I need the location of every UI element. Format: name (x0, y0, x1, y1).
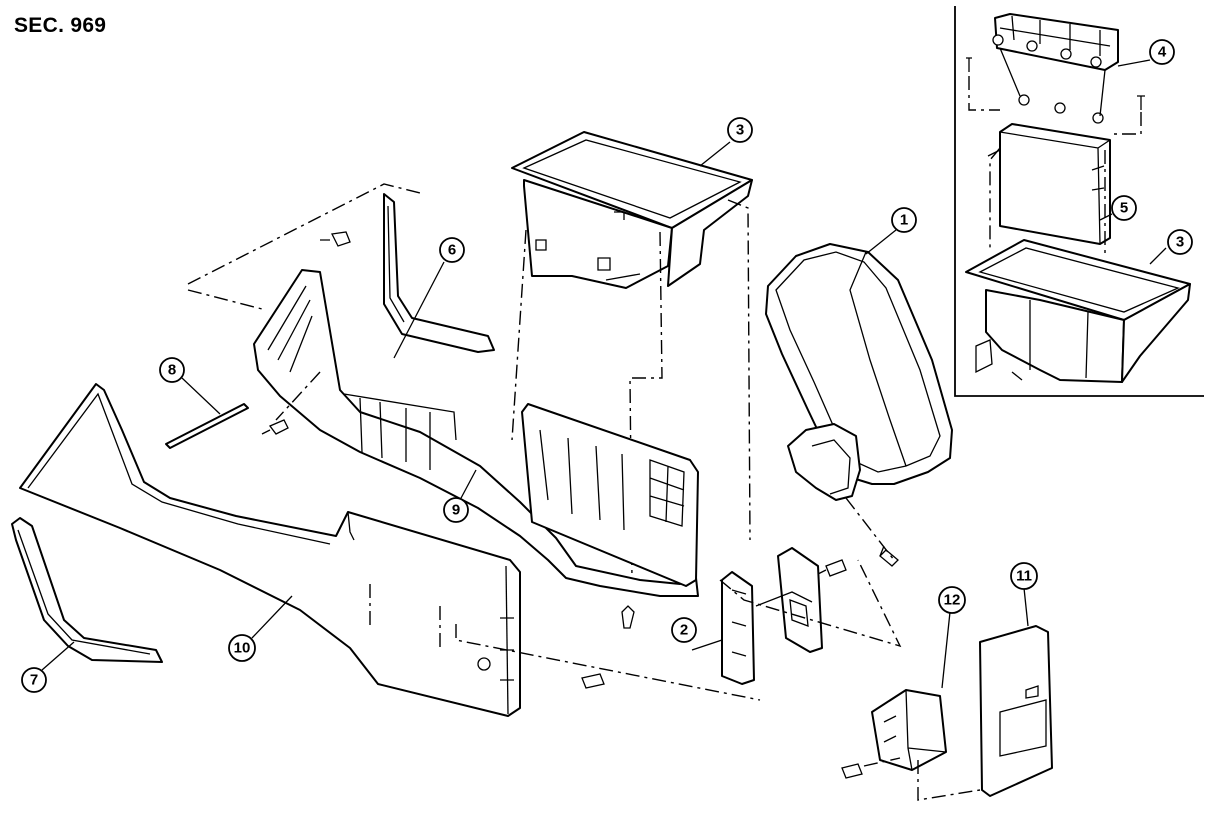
callout-label: 12 (944, 592, 961, 609)
callout-label: 6 (448, 242, 456, 259)
callout-label: 3 (1176, 234, 1184, 251)
inset-tray-part-3 (965, 239, 1191, 383)
inset-holder-part-4 (992, 13, 1119, 124)
tray-part-3 (511, 131, 753, 289)
callout-label: 10 (234, 640, 251, 657)
cover-panel-part-11 (979, 625, 1053, 797)
callout-3-main: 3 (727, 117, 753, 143)
callout-label: 9 (452, 502, 460, 519)
callout-1: 1 (891, 207, 917, 233)
inset-unit-part-5 (987, 123, 1111, 245)
callout-label: 3 (736, 122, 744, 139)
callout-11: 11 (1010, 562, 1038, 590)
callout-12: 12 (938, 586, 966, 614)
trim-bracket-part-6 (383, 193, 495, 353)
callout-label: 8 (168, 362, 176, 379)
clip-part-6 (320, 231, 351, 247)
callout-9: 9 (443, 497, 469, 523)
callout-label: 7 (30, 672, 38, 689)
callout-label: 4 (1158, 44, 1167, 61)
armrest-lid-part-1 (765, 243, 953, 501)
callout-8: 8 (159, 357, 185, 383)
bracket-part-2 (721, 547, 823, 685)
console-base-part-10 (19, 383, 521, 717)
screw-part-9 (261, 419, 289, 435)
callout-label: 1 (900, 212, 908, 229)
callout-2: 2 (671, 617, 697, 643)
screw-part-10 (581, 673, 605, 689)
callout-5: 5 (1111, 195, 1137, 221)
small-box-part-12 (871, 689, 947, 771)
screw-part-2 (621, 559, 847, 629)
rod-part-8 (165, 403, 249, 449)
callout-label: 2 (680, 622, 688, 639)
side-trim-part-7 (11, 517, 163, 663)
callout-6: 6 (439, 237, 465, 263)
callout-label: 5 (1120, 200, 1128, 217)
inset-frame (954, 6, 1204, 397)
section-label: SEC. 969 (14, 14, 107, 37)
callout-label: 11 (1016, 568, 1032, 585)
console-frame-part-9 (253, 269, 699, 597)
callout-7: 7 (21, 667, 47, 693)
callout-4: 4 (1149, 39, 1175, 65)
screw-part-1 (879, 545, 899, 567)
screw-part-12 (841, 763, 863, 779)
leader-lines (41, 59, 1167, 689)
callout-3-inset: 3 (1167, 229, 1193, 255)
callout-10: 10 (228, 634, 256, 662)
inset-screws (966, 57, 1145, 110)
